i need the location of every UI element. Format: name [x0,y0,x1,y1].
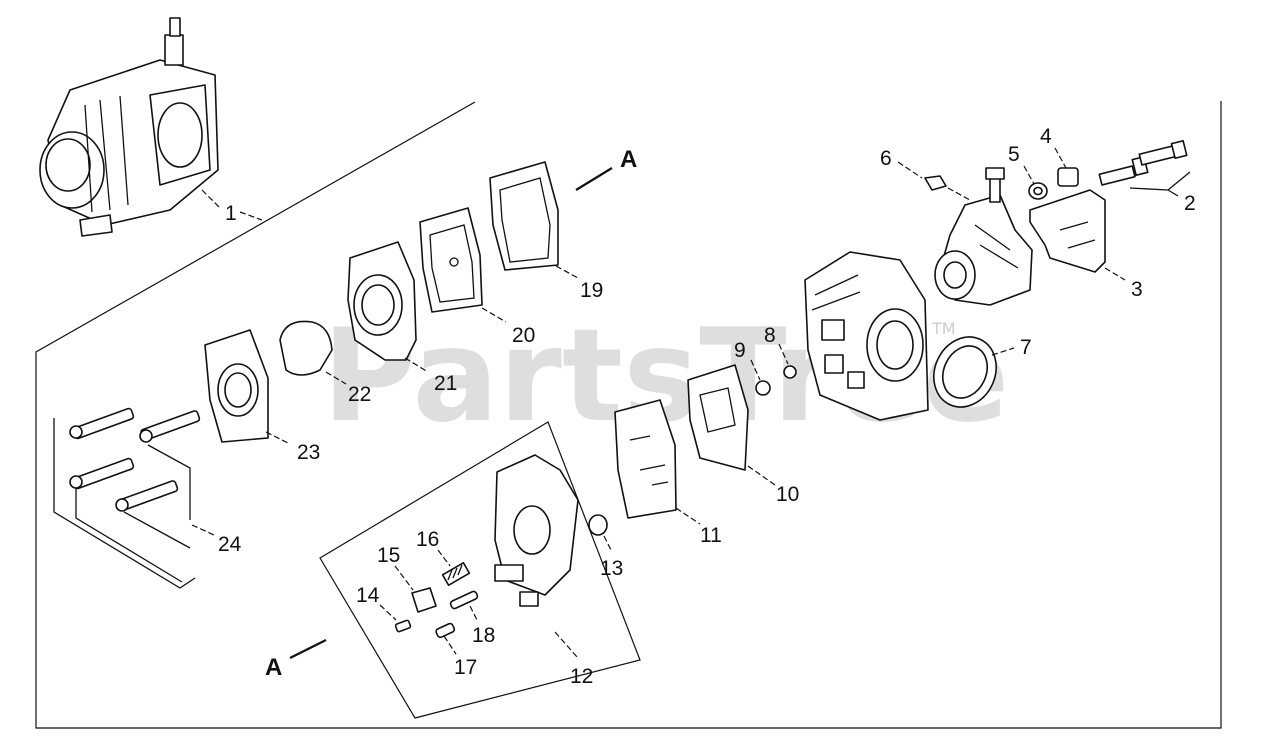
part-15-needle-lever [394,565,437,613]
part-23-primer-retainer [204,329,291,445]
callout-7: 7 [1020,336,1032,359]
part-4-nut [1054,147,1079,187]
part-20-gasket [419,207,507,323]
callout-10: 10 [776,483,799,506]
part-19-pump-diaphragm [489,161,579,279]
part-9-screw [750,359,771,396]
part-17-needle-valve [435,622,457,655]
callout-22: 22 [348,383,371,406]
callout-5: 5 [1008,143,1020,166]
part-6-clip [897,161,971,201]
part-16-spring [437,549,471,586]
callout-12: 12 [570,665,593,688]
part-10-metering-diaphragm [687,364,776,486]
part-5-washer [1023,165,1048,200]
callout-6: 6 [880,147,892,170]
part-3-bracket [1029,189,1126,281]
part-13-o-ring [588,514,613,553]
callout-23: 23 [297,441,320,464]
callout-19: 19 [580,279,603,302]
part-11-gasket [614,399,701,525]
callout-21: 21 [434,372,457,395]
callout-1: 1 [225,202,237,225]
part-1-carburetor-assembly [39,17,221,237]
part-7-gasket-ring [933,336,1015,408]
part-14-screw [379,604,412,633]
callout-20: 20 [512,324,535,347]
callout-24: 24 [218,533,242,556]
callout-4: 4 [1040,125,1052,148]
callout-11: 11 [700,524,722,547]
assembly-frame [35,101,1222,729]
part-18-pin [449,590,479,623]
part-2-screws [1098,139,1191,197]
carburetor-body [804,251,929,421]
callout-8: 8 [764,324,776,347]
section-a-marker-top [575,167,613,191]
section-label-bottom: A [265,654,282,681]
callout-17: 17 [454,656,477,679]
callout-15: 15 [377,544,400,567]
part-24-screws [53,407,215,589]
callout-16: 16 [416,528,439,551]
section-a-marker-bottom [289,639,327,659]
callout-3: 3 [1131,278,1143,301]
part-8-washer [778,343,797,379]
part-21-pump-cover [347,241,429,373]
callout-9: 9 [734,339,746,362]
watermark-trademark: TM [931,319,956,338]
throttle-body [934,167,1033,306]
section-label-top: A [620,146,637,173]
callout-18: 18 [472,624,495,647]
callout-14: 14 [356,584,380,607]
callout-2: 2 [1184,192,1196,215]
part-22-primer-bulb [279,320,347,385]
fuel-pump-body [494,454,579,607]
part-12-pump-kit-box [319,421,641,719]
callout-13: 13 [600,557,623,580]
